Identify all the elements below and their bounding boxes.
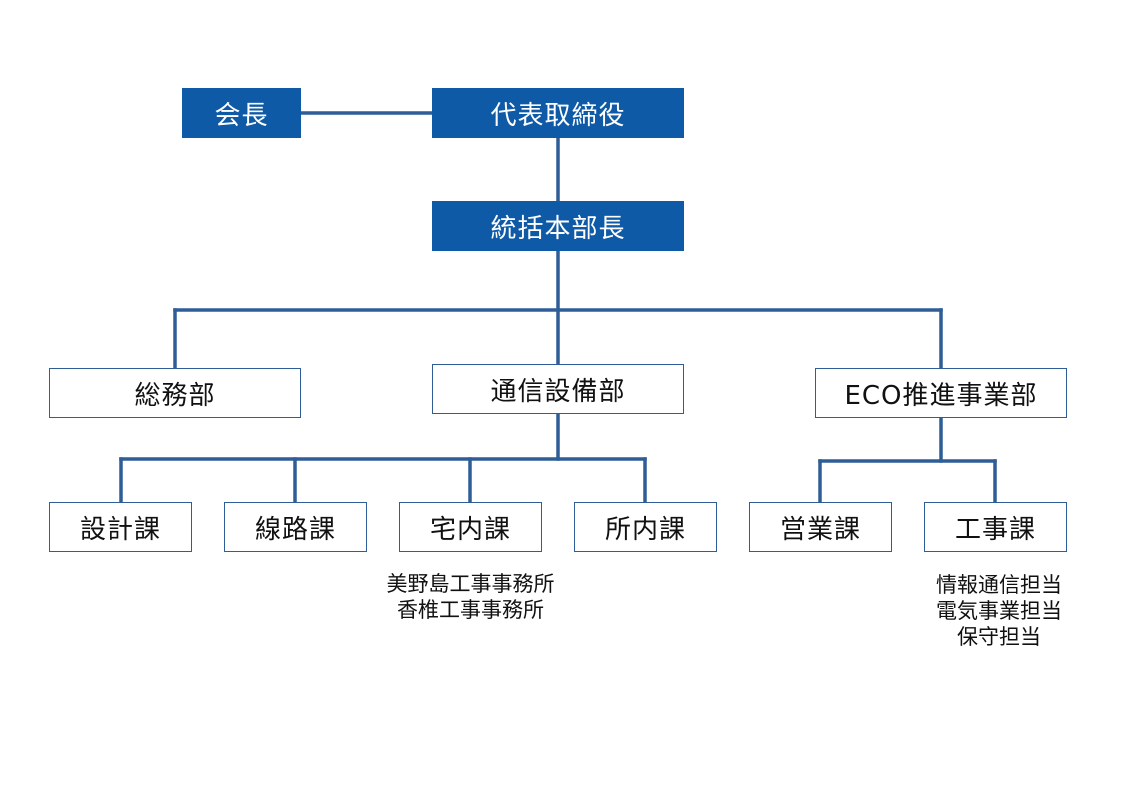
general-headquarters-manager-box: 統括本部長 (432, 201, 684, 251)
line-section-box: 線路課 (224, 502, 367, 552)
construction-role-item: 電気事業担当 (936, 599, 1062, 623)
line-section-label: 線路課 (254, 514, 336, 545)
representative-director-label: 代表取締役 (490, 100, 626, 131)
design-section-box: 設計課 (49, 502, 192, 552)
indoor-section-box: 宅内課 (399, 502, 542, 552)
general-affairs-dept-label: 総務部 (134, 380, 216, 411)
eco-promotion-dept-box: ECO推進事業部 (815, 368, 1067, 418)
telecom-equipment-dept-label: 通信設備部 (490, 376, 626, 407)
eco-promotion-dept-label: ECO推進事業部 (844, 380, 1038, 411)
sales-section-label: 営業課 (779, 514, 861, 545)
station-section-label: 所内課 (604, 514, 686, 545)
general-headquarters-manager-label: 統括本部長 (490, 213, 626, 244)
indoor-offices-note: 美野島工事事務所 香椎工事事務所 (354, 571, 587, 623)
station-section-box: 所内課 (574, 502, 717, 552)
indoor-office-item: 香椎工事事務所 (397, 598, 544, 622)
construction-section-label: 工事課 (954, 514, 1036, 545)
indoor-section-label: 宅内課 (429, 514, 511, 545)
general-affairs-dept-box: 総務部 (49, 368, 301, 418)
construction-section-box: 工事課 (924, 502, 1067, 552)
design-section-label: 設計課 (79, 514, 161, 545)
indoor-office-item: 美野島工事事務所 (386, 572, 555, 596)
sales-section-box: 営業課 (749, 502, 892, 552)
telecom-equipment-dept-box: 通信設備部 (432, 364, 684, 414)
representative-director-box: 代表取締役 (432, 88, 684, 138)
construction-role-item: 情報通信担当 (936, 573, 1062, 597)
construction-roles-note: 情報通信担当 電気事業担当 保守担当 (904, 572, 1094, 650)
construction-role-item: 保守担当 (957, 625, 1041, 649)
chairman-label: 会長 (214, 100, 269, 131)
chairman-box: 会長 (182, 88, 301, 138)
